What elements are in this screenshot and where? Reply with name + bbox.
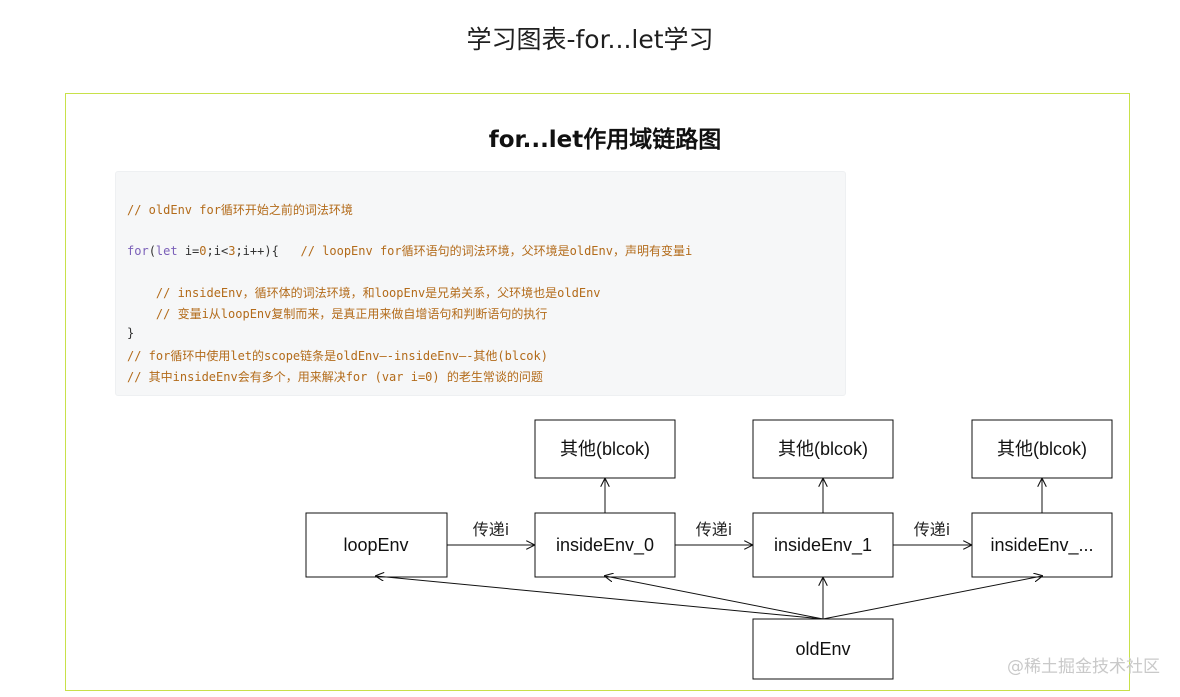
- node-other-2: 其他(blcok): [971, 419, 1113, 479]
- code-token: 3: [228, 244, 236, 258]
- code-token: // oldEnv for循环开始之前的词法环境: [127, 203, 353, 217]
- code-line: // for循环中使用let的scope链条是oldEnv—-insideEnv…: [127, 347, 548, 364]
- code-line: // 变量i从loopEnv复制而来，是真正用来做自增语句和判断语句的执行: [127, 305, 547, 322]
- code-token: for: [127, 244, 149, 258]
- code-token: let: [155, 244, 178, 258]
- edge-label-pass-1: 传递i: [696, 520, 732, 539]
- code-token: // loopEnv for循环语句的词法环境，父环境是oldEnv，声明有变量…: [300, 244, 693, 258]
- diagram-frame: [65, 93, 1130, 691]
- code-token: // for循环中使用let的scope链条是oldEnv—-insideEnv…: [127, 349, 548, 363]
- node-inside-env-0-label: insideEnv_0: [556, 535, 654, 556]
- watermark: @稀土掘金技术社区: [1007, 657, 1160, 677]
- code-token: (: [148, 244, 156, 258]
- node-inside-env-n: insideEnv_...: [971, 512, 1113, 578]
- code-line: // 其中insideEnv会有多个，用来解决for (var i=0) 的老生…: [127, 368, 543, 385]
- edge-label-pass-0: 传递i: [473, 520, 509, 539]
- code-token: ;i<: [206, 244, 229, 258]
- node-other-1-label: 其他(blcok): [778, 439, 868, 459]
- node-loop-env-label: loopEnv: [343, 535, 408, 555]
- node-other-0: 其他(blcok): [534, 419, 676, 479]
- code-token: // 其中insideEnv会有多个，用来解决for (var i=0) 的老生…: [127, 370, 543, 384]
- code-block: // oldEnv for循环开始之前的词法环境 for(let i=0;i<3;…: [115, 171, 846, 396]
- edge-oldenv-to-loop: [376, 576, 824, 620]
- code-token: ;i++){: [235, 244, 301, 258]
- node-inside-env-n-label: insideEnv_...: [990, 535, 1093, 556]
- diagram-title: for...let作用域链路图: [488, 127, 722, 153]
- node-old-env-label: oldEnv: [795, 639, 850, 659]
- code-token: i=: [177, 244, 200, 258]
- edge-oldenv-to-insiden: [822, 576, 1042, 620]
- node-other-0-label: 其他(blcok): [560, 439, 650, 459]
- code-line: // oldEnv for循环开始之前的词法环境: [127, 201, 353, 218]
- node-inside-env-0: insideEnv_0: [534, 512, 676, 578]
- node-old-env: oldEnv: [752, 618, 894, 680]
- code-line: }: [127, 326, 134, 340]
- node-inside-env-1: insideEnv_1: [752, 512, 894, 578]
- node-other-1: 其他(blcok): [752, 419, 894, 479]
- code-token: }: [127, 326, 135, 340]
- code-token: // insideEnv，循环体的词法环境，和loopEnv是兄弟关系，父环境也…: [127, 286, 601, 300]
- node-inside-env-1-label: insideEnv_1: [774, 535, 872, 556]
- node-loop-env: loopEnv: [305, 512, 448, 578]
- code-token: // 变量i从loopEnv复制而来，是真正用来做自增语句和判断语句的执行: [127, 307, 548, 321]
- node-other-2-label: 其他(blcok): [997, 439, 1087, 459]
- page-title: 学习图表-for...let学习: [466, 25, 714, 54]
- edge-oldenv-to-inside0: [605, 576, 824, 620]
- code-token: 0: [199, 244, 207, 258]
- code-line: // insideEnv，循环体的词法环境，和loopEnv是兄弟关系，父环境也…: [127, 284, 601, 301]
- edge-label-pass-2: 传递i: [914, 520, 950, 539]
- code-line: for(let i=0;i<3;i++){ // loopEnv for循环语句…: [127, 242, 692, 259]
